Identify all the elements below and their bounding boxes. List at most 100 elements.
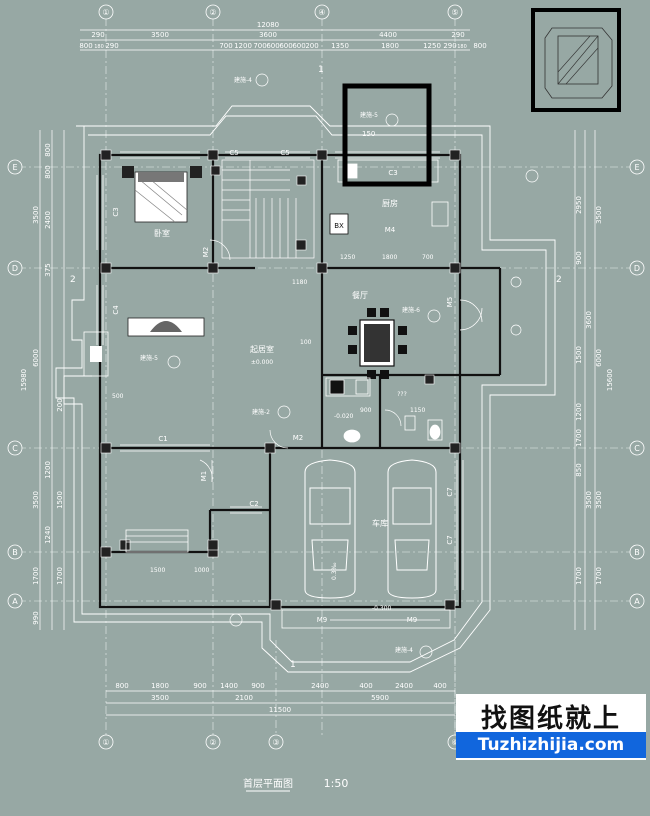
section-mark-2: 2 xyxy=(70,275,76,285)
num-700: 700 xyxy=(422,254,434,261)
axis-row-b: B xyxy=(12,548,18,557)
walls xyxy=(98,153,502,609)
bottom-dim-r1-4: 900 xyxy=(251,682,264,690)
right-inner-7: 3500 xyxy=(585,491,593,509)
detail-4a: 建施-4 xyxy=(234,76,252,84)
detail-5a: 建施-5 xyxy=(360,111,378,119)
opening-labels: C5 C5 C3 C3 C4 C1 C2 C7 C7 M1 M2 M2 M4 M… xyxy=(112,149,454,624)
top-dim-r2-12: 1250 xyxy=(423,42,441,50)
label-c4: C4 xyxy=(112,305,120,315)
bottom-dim-r1-5: 2400 xyxy=(311,682,329,690)
watermark-url: Tuzhizhijia.com xyxy=(456,732,646,758)
label-c1: C1 xyxy=(158,435,167,443)
bottom-dim-r2-2: 5900 xyxy=(371,694,389,702)
left-dimension-text: 3500 6000 15980 3500 1700 990 800 800 24… xyxy=(20,143,64,624)
left-inner-3: 375 xyxy=(44,263,52,276)
num-1180: 1180 xyxy=(292,279,307,286)
entry-steps xyxy=(125,529,451,629)
label-c3a: C3 xyxy=(388,169,397,177)
left-inner-8: 1700 xyxy=(56,567,64,585)
left-inner-5: 200 xyxy=(56,398,64,411)
axis-row-a: A xyxy=(12,597,18,606)
dimension-lines xyxy=(39,29,596,716)
right-inner-3: 1500 xyxy=(575,346,583,364)
right-inner-2: 3600 xyxy=(585,311,593,329)
level-a: -0.020 xyxy=(334,413,354,420)
left-outer-2: 15980 xyxy=(20,369,28,391)
room-garage: 车库 xyxy=(372,518,388,528)
right-inner-6: 850 xyxy=(575,463,583,476)
bottom-dim-r1-6: 400 xyxy=(359,682,372,690)
axis-col-5: ⑤ xyxy=(451,8,458,17)
drawing-title: 首层平面图 xyxy=(243,777,293,790)
stairs xyxy=(221,159,315,259)
section-mark-1: 1 xyxy=(318,65,324,75)
right-inner-5: 1700 xyxy=(575,429,583,447)
label-m9a: M9 xyxy=(317,616,328,624)
left-outer-1: 6000 xyxy=(32,349,40,367)
label-m9b: M9 xyxy=(407,616,418,624)
detail-4b: 建施-4 xyxy=(395,646,413,654)
right-dimension-text: 3500 6000 15600 3500 1700 2950 900 3600 … xyxy=(575,196,614,585)
detail-callouts xyxy=(167,73,539,659)
axis-col-2: ② xyxy=(209,8,216,17)
label-c3b: C3 xyxy=(112,207,120,216)
bottom-dim-r2-0: 3500 xyxy=(151,694,169,702)
drawing-scale: 1:50 xyxy=(324,777,349,790)
right-inner-8: 1700 xyxy=(575,567,583,585)
right-outer-3: 3500 xyxy=(595,491,603,509)
room-living: 起居室 xyxy=(250,344,274,354)
num-1000: 1000 xyxy=(194,567,209,574)
axis-bubbles xyxy=(7,4,645,750)
level-b: -0.300 xyxy=(372,605,392,612)
top-dim-r2-5: 700 xyxy=(253,42,266,50)
bottom-dim-r1-8: 400 xyxy=(433,682,446,690)
axis-row-c: C xyxy=(12,444,18,453)
label-m1: M1 xyxy=(200,471,208,482)
num-1250: 1250 xyxy=(340,254,355,261)
top-dim-r2-3: 700 xyxy=(219,42,232,50)
num-1800: 1800 xyxy=(382,254,397,261)
detail-references: 建施-4 建施-4 建施-5 建施-5 建施-6 建施-2 150 -0.020… xyxy=(70,65,562,670)
highlight-box xyxy=(342,83,432,187)
label-m2a: M2 xyxy=(202,247,210,258)
left-inner-7: 1240 xyxy=(44,526,52,544)
dim-150: 150 xyxy=(362,130,375,138)
num-1500: 1500 xyxy=(150,567,165,574)
axis-col-3b: ③ xyxy=(272,738,279,747)
axis-row-b-r: B xyxy=(634,548,640,557)
label-m2b: M2 xyxy=(293,434,304,442)
left-inner-6: 1500 xyxy=(56,491,64,509)
living-furniture xyxy=(83,317,205,377)
left-outer-3: 3500 xyxy=(32,491,40,509)
top-dim-r2-15: 800 xyxy=(473,42,486,50)
axis-col-1b: ① xyxy=(102,738,109,747)
top-dim-r2-0: 800 xyxy=(79,42,92,50)
left-inner-1: 800 xyxy=(44,165,52,178)
top-dim-r2-13: 290 xyxy=(443,42,456,50)
axis-col-4: ④ xyxy=(318,8,325,17)
left-inner-2: 2400 xyxy=(44,211,52,229)
bottom-total: 11500 xyxy=(269,706,291,714)
top-dim-r2-10: 1350 xyxy=(331,42,349,50)
room-labels: 卧室 起居室 ±0.000 厨房 餐厅 车库 ??? xyxy=(154,198,407,528)
top-dimension-text: 12080 290 3500 3600 4400 290 800 180 290… xyxy=(79,21,486,50)
axis-col-1: ① xyxy=(102,8,109,17)
top-dim-r1-0: 290 xyxy=(91,31,104,39)
bottom-dim-r1-0: 800 xyxy=(115,682,128,690)
label-m5: M5 xyxy=(446,297,454,308)
axis-row-c-r: C xyxy=(634,444,640,453)
detail-5b: 建施-5 xyxy=(140,354,158,362)
top-dim-r2-1: 180 xyxy=(94,44,104,50)
num-100: 100 xyxy=(300,339,312,346)
right-outer-4: 1700 xyxy=(595,567,603,585)
columns xyxy=(100,149,461,611)
top-total: 12080 xyxy=(257,21,279,29)
windows xyxy=(96,151,464,590)
top-dim-r1-2: 3600 xyxy=(259,31,277,39)
right-outer-0: 3500 xyxy=(595,206,603,224)
bed-furniture xyxy=(122,166,202,223)
axis-col-2b: ② xyxy=(209,738,216,747)
